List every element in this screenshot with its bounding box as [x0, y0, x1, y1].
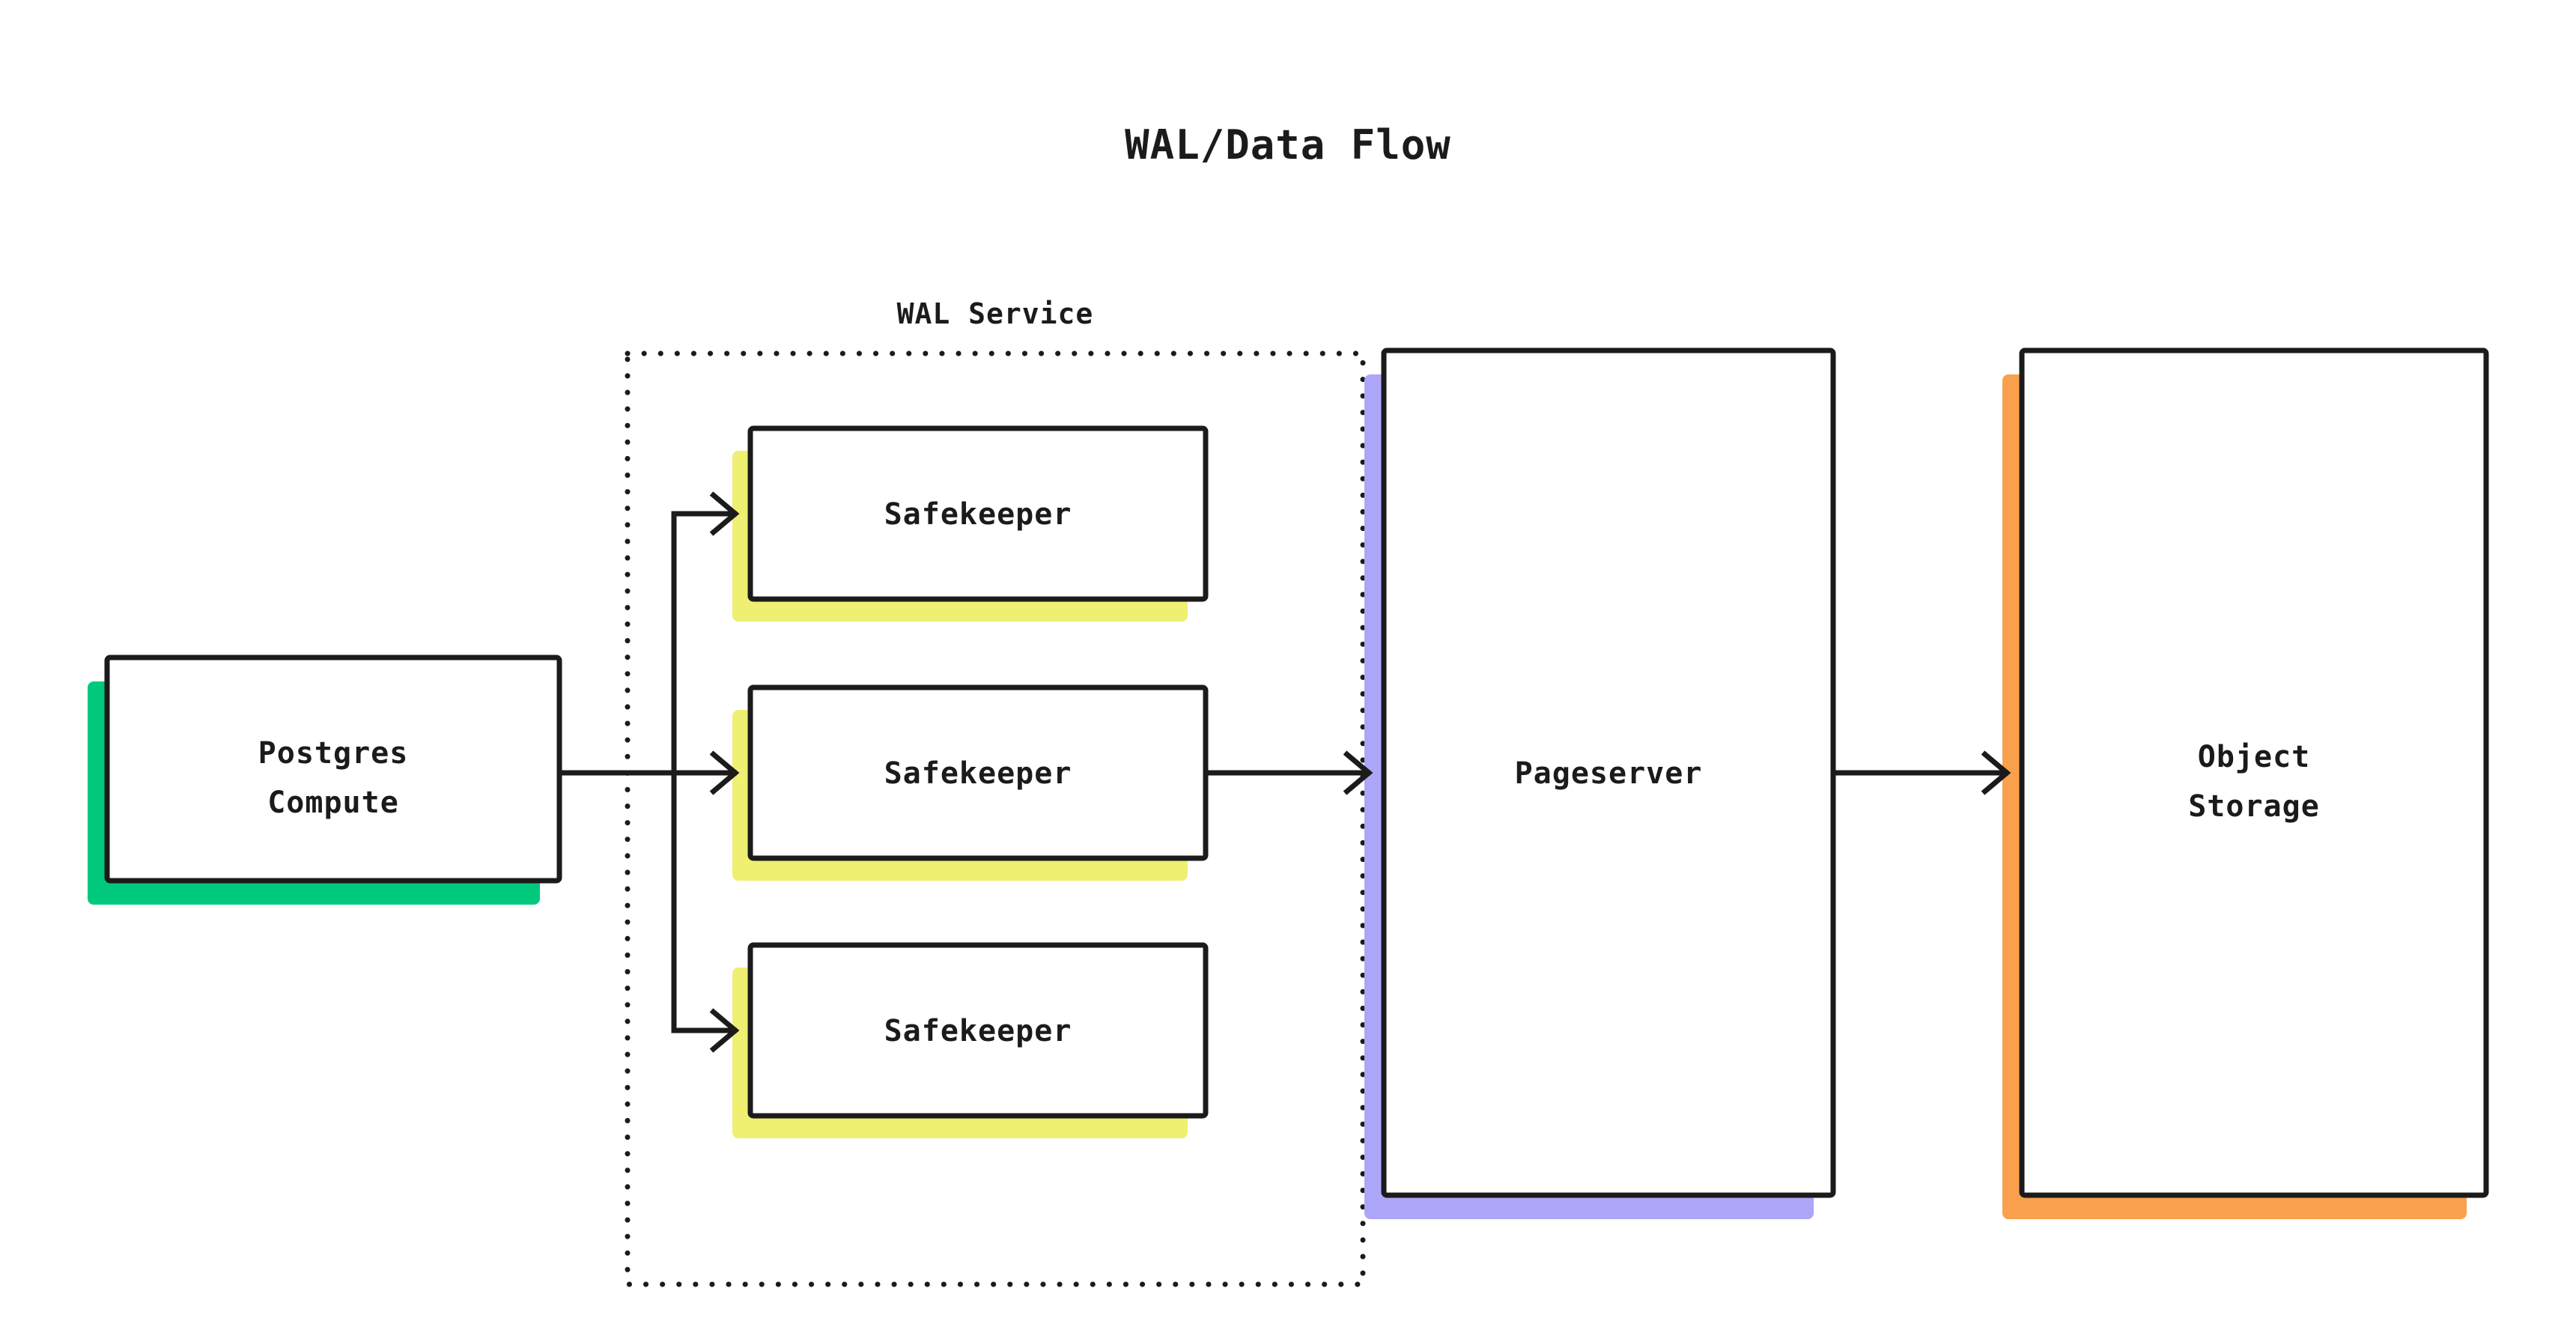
node-label-safekeeper-3: Safekeeper: [884, 1014, 1072, 1048]
node-label-pageserver: Pageserver: [1515, 756, 1703, 791]
node-box-object-storage[interactable]: [2019, 347, 2489, 1198]
arrowhead-safekeeper-1-icon: [709, 491, 740, 536]
edge-postgres-to-safekeeper-1: [671, 511, 737, 773]
group-boundary-wal-service: [625, 350, 1366, 1287]
arrowhead-object-storage-icon: [1981, 750, 2011, 795]
arrowhead-pageserver-icon: [1343, 750, 1373, 795]
node-label-safekeeper-1: Safekeeper: [884, 497, 1072, 532]
page-title: WAL/Data Flow: [1125, 121, 1451, 168]
node-label-postgres-compute-line1: Postgres: [258, 736, 409, 771]
arrowhead-safekeeper-3-icon: [709, 1008, 740, 1053]
node-label-safekeeper-2: Safekeeper: [884, 756, 1072, 791]
node-label-postgres-compute-line2: Compute: [267, 786, 399, 820]
node-box-safekeeper-1[interactable]: [747, 425, 1209, 602]
arrowhead-safekeeper-2-icon: [709, 750, 740, 795]
node-box-safekeeper-3[interactable]: [747, 942, 1209, 1119]
edge-postgres-to-safekeeper-3: [671, 773, 737, 1033]
node-box-postgres-compute[interactable]: [104, 655, 562, 884]
node-label-object-storage-line2: Storage: [2188, 789, 2320, 824]
group-label-wal-service: WAL Service: [897, 297, 1094, 330]
node-label-object-storage-line1: Object: [2198, 740, 2311, 774]
